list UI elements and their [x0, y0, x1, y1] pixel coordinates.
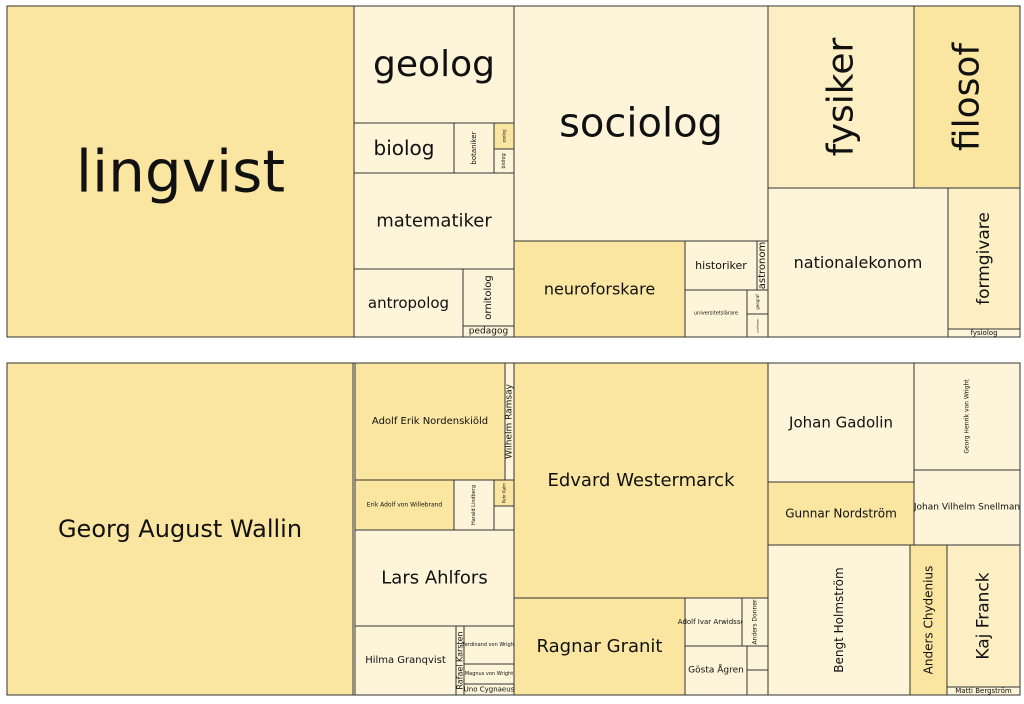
treemap-cell[interactable]	[513, 362, 769, 599]
cell-label: Anders Chydenius	[922, 566, 936, 675]
treemap-cell[interactable]	[767, 544, 911, 696]
cell-label: ornitolog	[483, 275, 494, 319]
treemap-cell[interactable]	[767, 187, 949, 338]
treemap-cell[interactable]	[746, 669, 769, 696]
cell-label: zoolog	[502, 129, 507, 143]
treemap-cell[interactable]	[354, 362, 506, 481]
treemap-cell[interactable]	[354, 625, 457, 696]
treemap-cell[interactable]	[513, 240, 686, 338]
cell-label: geograf	[755, 294, 760, 310]
cell-label: Pehr Kalm	[502, 483, 507, 503]
cell-label: Ragnar Granit	[537, 636, 663, 657]
treemap-cell[interactable]	[913, 362, 1021, 471]
cell-label: Ferdinand von Wright	[462, 642, 516, 648]
cell-label: formgivare	[974, 212, 994, 305]
cell-label: sociolog	[559, 101, 723, 147]
treemap-cell[interactable]	[353, 172, 515, 270]
cell-label: antropolog	[368, 294, 449, 312]
treemap-cell[interactable]	[354, 529, 515, 627]
treemap-2: Georg August Wallin Adolf Erik Nordenskiö…	[6, 362, 1021, 696]
treemap-cell[interactable]	[6, 362, 354, 696]
cell-label: Georg August Wallin	[58, 515, 302, 543]
cell-label: Johan Gadolin	[788, 414, 893, 432]
treemap-cell[interactable]	[493, 505, 515, 531]
treemap-cell[interactable]	[767, 5, 915, 189]
cell-label: Uno Cygnaeus	[464, 686, 515, 694]
cell-label: Georg Henrik von Wright	[964, 379, 971, 454]
treemap-cell[interactable]	[946, 686, 1021, 696]
cell-label: Kaj Franck	[974, 572, 994, 659]
cell-label: Lars Ahlfors	[381, 568, 487, 589]
cell-label: Wilhelm Ramsay	[505, 383, 515, 459]
treemap-cell[interactable]	[354, 479, 455, 531]
treemap-cell[interactable]	[946, 544, 1021, 688]
treemap-cell[interactable]	[353, 268, 464, 338]
cell-label: Erik Adolf von Willebrand	[367, 502, 443, 509]
treemap-cell[interactable]	[767, 362, 915, 483]
treemap-cell[interactable]	[353, 122, 455, 174]
cell-label: nationalekonom	[794, 253, 923, 272]
cell-label: Hilma Granqvist	[365, 655, 446, 666]
treemap-cell[interactable]	[353, 5, 515, 124]
cell-label: Matti Bergström	[955, 687, 1012, 695]
cell-label: biolog	[374, 136, 435, 160]
cell-label: neuroforskare	[544, 280, 655, 299]
cell-label: Magnus von Wright	[465, 671, 513, 677]
cell-label: matematiker	[376, 211, 492, 232]
cell-label: biolog	[501, 153, 507, 168]
treemap-cell[interactable]	[453, 479, 495, 531]
cell-label: Gösta Ågren	[688, 664, 744, 676]
treemap-cell[interactable]	[462, 268, 515, 327]
cell-label: fysiolog	[970, 329, 997, 337]
treemap-cell[interactable]	[913, 469, 1021, 546]
cell-label: Edvard Westermarck	[547, 470, 735, 491]
treemap-cell[interactable]	[684, 240, 758, 291]
treemap-cell[interactable]	[767, 481, 915, 546]
treemap-cell[interactable]	[909, 544, 948, 696]
cell-label: Johan Vilhelm Snellman	[913, 503, 1020, 513]
treemap-cell[interactable]	[513, 597, 686, 696]
cell-label: botaniker	[470, 131, 478, 164]
cell-label: geolog	[373, 44, 495, 85]
cell-label: Gunnar Nordström	[785, 507, 897, 521]
cell-label: Adolf Ivar Arwidsson	[678, 618, 749, 626]
treemap-cell[interactable]	[947, 328, 1021, 338]
cell-label: Rafael Karsten	[456, 631, 465, 689]
cell-label: astronom	[757, 242, 768, 289]
cell-label: filosof	[947, 42, 988, 151]
cell-label: Anders Donner	[752, 599, 759, 644]
cell-label: fysiker	[821, 37, 862, 156]
treemap-1: lingvist geolog biolog botaniker zoolog biolo…	[6, 5, 1021, 338]
cell-label: pedagog	[469, 327, 508, 337]
cell-label: universitetslärare	[694, 311, 738, 317]
treemap-cell[interactable]	[746, 645, 769, 671]
cell-label: Adolf Erik Nordenskiöld	[372, 416, 488, 427]
cell-label: lingvist	[76, 138, 285, 206]
treemap-cell[interactable]	[947, 187, 1021, 330]
treemap-cell[interactable]	[6, 5, 355, 338]
treemap-cell[interactable]	[513, 5, 769, 242]
treemap-cell[interactable]	[913, 5, 1021, 189]
cell-label: historiker	[695, 259, 747, 272]
treemap-cell[interactable]	[684, 645, 748, 696]
cell-label: professor	[756, 318, 760, 333]
cell-label: Harald Lindberg	[471, 485, 477, 525]
cell-label: Bengt Holmström	[832, 567, 846, 672]
